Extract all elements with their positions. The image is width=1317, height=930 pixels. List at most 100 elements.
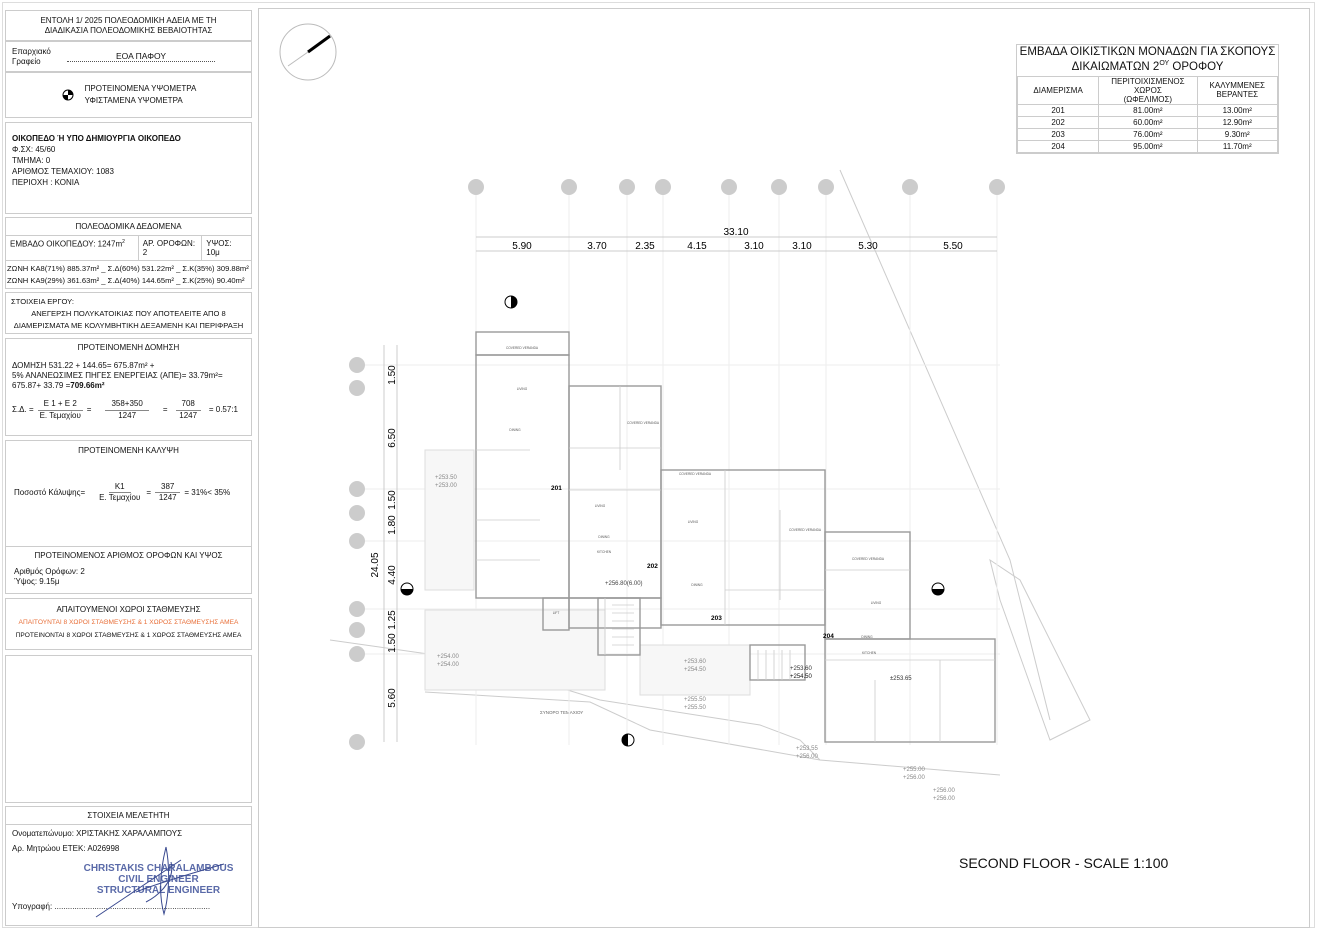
cell: 76.00m²: [1098, 127, 1198, 141]
level-label: +255.50: [684, 705, 707, 711]
dim-label: 6.50: [387, 428, 398, 448]
engineer-name: Ονοματεπώνυμο: ΧΡΙΣΤΑΚΗΣ ΧΑΡΑΛΑΜΠΟΥΣ: [12, 829, 183, 838]
dim-label: 3.70: [587, 241, 607, 252]
unit-202-label: 202: [647, 563, 658, 570]
room-label: COVERED VERANDA: [627, 421, 660, 425]
project-line2: ΔΙΑΜΕΡΙΣΜΑΤΑ ΜΕ ΚΟΛΥΜΒΗΤΙΚΗ ΔΕΞΑΜΕΝΗ ΚΑΙ…: [13, 321, 244, 330]
coverage-label: Ποσοστό Κάλυψης=: [14, 487, 86, 497]
engineer-box: ΣΤΟΙΧΕΙΑ ΜΕΛΕΤΗΤΗ Ονοματεπώνυμο: ΧΡΙΣΤΑΚ…: [5, 806, 252, 926]
top-dimensions: 5.90 3.70 2.35 4.15 3.10 3.10 5.30 5.50: [512, 241, 963, 252]
floors-count-value: Αριθμός Ορόφων: 2: [14, 567, 85, 576]
permit-header-line1: ΕΝΤΟΛΗ 1/ 2025 ΠΟΛΕΟΔΟΜΙΚΗ ΑΔΕΙΑ ΜΕ ΤΗ: [40, 16, 217, 25]
areas-title2: ΔΙΚΑΙΩΜΑΤΩΝ 2: [1071, 60, 1160, 73]
level-label: +253.55: [796, 746, 819, 752]
level-label: +256.00: [933, 788, 956, 794]
building-walls: [475, 331, 996, 743]
building-line3: 675.87+ 33.79 =: [12, 381, 71, 390]
room-label: DINING: [598, 535, 610, 539]
dim-label: 5.50: [943, 241, 963, 252]
section-marker-icons: [400, 295, 945, 747]
col-header: ΠΕΡΙΤΟΙΧΙΣΜΕΝΟΣ ΧΩΡΟΣ (ΩΦΕΛΙΜΟΣ): [1098, 75, 1198, 105]
plot-area: ΠΕΡΙΟΧΗ : ΚΟΝΙΑ: [12, 178, 80, 187]
parking-box: ΑΠΑΙΤΟΥΜΕΝΟΙ ΧΩΡΟΙ ΣΤΑΘΜΕΥΣΗΣ ΑΠΑΙΤΟΥΝΤΑ…: [5, 598, 252, 650]
unit-201-label: 201: [551, 485, 562, 492]
parking-proposed: ΠΡΟΤΕΙΝΟΝΤΑΙ 8 ΧΩΡΟΙ ΣΤΑΘΜΕΥΣΗΣ & 1 ΧΩΡΟ…: [15, 632, 242, 639]
permit-header: ΕΝΤΟΛΗ 1/ 2025 ΠΟΛΕΟΔΟΜΙΚΗ ΑΔΕΙΑ ΜΕ ΤΗ Δ…: [5, 10, 252, 41]
level-label: +253.50: [435, 475, 458, 481]
cell: 9.30m²: [1196, 127, 1279, 141]
office-label: Επαρχιακό: [12, 46, 51, 56]
cell: 204: [1016, 139, 1100, 153]
frac-den: Ε. Τεμαχίου: [99, 493, 141, 502]
level-label: +256.00: [933, 796, 956, 802]
areas-title2-end: ΟΡΟΦΟΥ: [1169, 60, 1224, 73]
room-label: COVERED VERANDA: [506, 346, 539, 350]
cell: 203: [1016, 127, 1100, 141]
room-label: COVERED VERANDA: [789, 528, 822, 532]
level-label: +256.00: [796, 754, 819, 760]
frac-den: 1247: [158, 493, 177, 502]
level-label: +255.50: [684, 697, 707, 703]
proposed-building: ΠΡΟΤΕΙΝΟΜΕΝΗ ΔΟΜΗΣΗ ΔΟΜΗΣΗ 531.22 + 144.…: [5, 338, 252, 436]
permit-header-line2: ΔΙΑΔΙΚΑΣΙΑ ΠΟΛΕΟΔΟΜΙΚΗΣ ΒΕΒΑΙΟΤΗΤΑΣ: [44, 26, 213, 35]
coverage-title: ΠΡΟΤΕΙΝΟΜΕΝΗ ΚΑΛΥΨΗ: [78, 446, 179, 455]
stamp-line: CHRISTAKIS CHARALAMBOUS: [83, 863, 234, 874]
level-label: +253.00: [435, 483, 458, 489]
parking-required: ΑΠΑΙΤΟΥΝΤΑΙ 8 ΧΩΡΟΙ ΣΤΑΘΜΕΥΣΗΣ & 1 ΧΩΡΟΣ…: [18, 619, 239, 626]
building-total: 709.66m²: [70, 381, 105, 390]
room-labels: COVERED VERANDA LIVING DINING COVERED VE…: [506, 346, 885, 655]
room-label: LIVING: [595, 504, 606, 508]
room-label: COVERED VERANDA: [852, 557, 885, 561]
zone-ka8: ΖΩΝΗ ΚΑ8(71%) 885.37m² _ Σ.Δ(60%) 531.22…: [7, 264, 249, 273]
room-label: DINING: [861, 635, 873, 639]
plot-title: ΟΙΚΟΠΕΔΟ Ή ΥΠΟ ΔΗΜΙΟΥΡΓΙΑ ΟΙΚΟΠΕΔΟ: [12, 134, 181, 143]
plot-info: ΟΙΚΟΠΕΔΟ Ή ΥΠΟ ΔΗΜΙΟΥΡΓΙΑ ΟΙΚΟΠΕΔΟ Φ.ΣΧ:…: [5, 122, 252, 214]
equals: =: [146, 487, 152, 497]
room-label: DINING: [691, 583, 703, 587]
max-height: ΥΨΟΣ: 10μ: [206, 239, 232, 257]
unit-203-label: 203: [711, 615, 722, 622]
project-line1: ΑΝΕΓΕΡΣΗ ΠΟΛΥΚΑΤΟΙΚΙΑΣ ΠΟΥ ΑΠΟΤΕΛΕΙΤΕ ΑΠ…: [31, 309, 226, 318]
project-title: ΣΤΟΙΧΕΙΑ ΕΡΓΟΥ:: [11, 297, 74, 306]
level-marker-icon: [62, 89, 74, 101]
engineer-reg: Αρ. Μητρώου ΕΤΕΚ: Α026998: [12, 844, 120, 853]
plot-parcel: ΑΡΙΘΜΟΣ ΤΕΜΑΧΙΟΥ: 1083: [12, 167, 114, 176]
dim-label: 5.60: [387, 688, 398, 708]
drawing-title: SECOND FLOOR - SCALE 1:100: [959, 855, 1169, 871]
level-annotations: +253.50 +253.00 +254.00 +254.00 +256.80(…: [435, 475, 956, 802]
total-width-dim: 33.10: [723, 227, 748, 238]
building-title: ΠΡΟΤΕΙΝΟΜΕΝΗ ΔΟΜΗΣΗ: [77, 343, 180, 352]
cell: 11.70m²: [1196, 139, 1279, 153]
dim-label: 4.40: [387, 565, 398, 585]
frac-den: 1247: [118, 411, 137, 420]
building-line2: 5% ΑΝΑΝΕΩΣΙΜΕΣ ΠΗΓΕΣ ΕΝΕΡΓΕΙΑΣ (ΑΠΕ)= 33…: [12, 371, 223, 380]
cell: 60.00m²: [1098, 115, 1198, 129]
cell: 95.00m²: [1098, 139, 1198, 153]
room-label: DINING: [509, 428, 521, 432]
dim-label: 3.10: [744, 241, 764, 252]
cell: 12.90m²: [1196, 115, 1279, 129]
planning-data: ΠΟΛΕΟΔΟΜΙΚΑ ΔΕΔΟΜΕΝΑ ΕΜΒΑΔΟ ΟΙΚΟΠΕΔΟΥ: 1…: [5, 217, 252, 289]
unit-labels: 201 202 203 204: [551, 485, 834, 640]
office-label2: Γραφείο: [12, 56, 41, 66]
level-label: +255.00: [903, 767, 926, 773]
level-label: +254.00: [437, 654, 460, 660]
col-header: ΚΑΛΥΜΜΕΝΕΣ ΒΕΡΑΝΤΕΣ: [1196, 75, 1279, 105]
dim-label: 2.35: [635, 241, 655, 252]
level-label: ±253.65: [890, 676, 912, 682]
project-info: ΣΤΟΙΧΕΙΑ ΕΡΓΟΥ: ΑΝΕΓΕΡΣΗ ΠΟΛΥΚΑΤΟΙΚΙΑΣ Π…: [5, 292, 252, 334]
left-dimensions: 1.50 6.50 1.50 1.80 4.40 1.25 1.50 5.60: [387, 365, 398, 708]
room-label: LIFT: [553, 611, 560, 615]
drawing-frame: [258, 8, 1310, 928]
parking-title: ΑΠΑΙΤΟΥΜΕΝΟΙ ΧΩΡΟΙ ΣΤΑΘΜΕΥΣΗΣ: [56, 605, 201, 614]
areas-title2-sup: ΟΥ: [1159, 60, 1170, 67]
plot-section: ΤΜΗΜΑ: 0: [12, 156, 51, 165]
room-label: LIVING: [688, 520, 699, 524]
frac-num: Ε 1 + Ε 2: [37, 399, 83, 411]
dim-label: 5.90: [512, 241, 532, 252]
engineer-stamp: CHRISTAKIS CHARALAMBOUS CIVIL ENGINEER S…: [66, 863, 251, 896]
room-label: LIVING: [517, 387, 528, 391]
